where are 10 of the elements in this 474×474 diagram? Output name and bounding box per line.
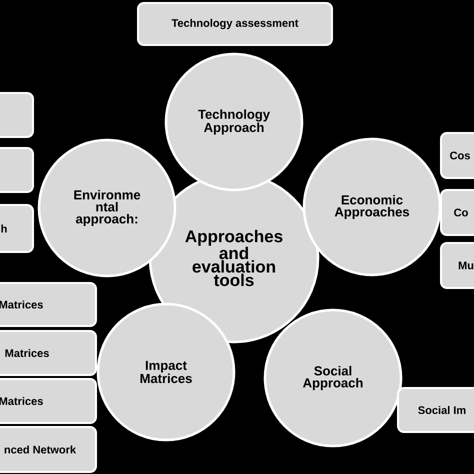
tool-box: Cos [440,132,474,179]
empty-box [0,147,34,193]
tool-box: Mu [440,242,474,289]
tool-box: h [0,204,34,253]
tool-box: Co [440,189,474,236]
tool-box: Technology assessment [137,2,333,46]
empty-box [0,92,34,138]
tool-box: nced Network [0,426,97,473]
tool-box: Social Im [397,387,474,433]
tool-box: Matrices [0,330,97,376]
